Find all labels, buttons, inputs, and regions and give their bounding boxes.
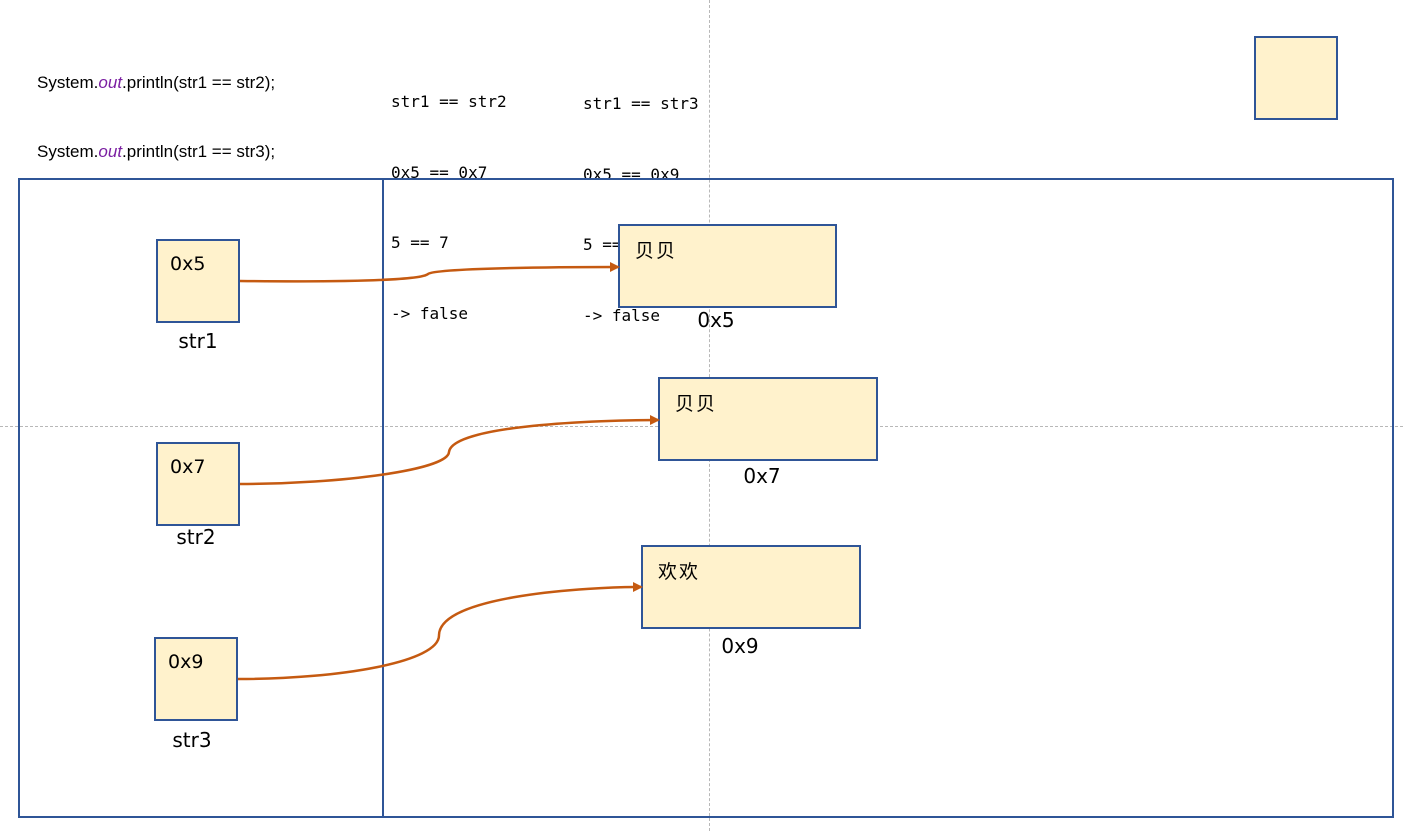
arrow-str3-to-object3	[237, 582, 643, 681]
stack-var-label: str3	[172, 728, 212, 752]
stack-var-str1: 0x5	[156, 239, 240, 323]
stack-var-str3: 0x9	[154, 637, 238, 721]
comparison-line: str1 == str2	[391, 92, 507, 111]
stack-var-value: 0x7	[170, 456, 206, 478]
arrow-str1-to-object1	[239, 262, 620, 283]
comparison-line: 0x5 == 0x7	[391, 162, 488, 182]
heap-object-content: 贝贝	[675, 393, 718, 415]
code-line-1: System.out.println(str1 == str2);	[37, 73, 276, 92]
comparison-line: -> false	[391, 303, 469, 323]
heap-object-address: 0x7	[743, 464, 781, 488]
heap-object-content: 欢欢	[658, 561, 701, 583]
heap-object-3: 欢欢	[641, 545, 861, 629]
stack-var-str2: 0x7	[156, 442, 240, 526]
arrow-str2-to-object2	[239, 415, 660, 486]
memory-frame	[18, 178, 1394, 818]
stack-var-label: str2	[176, 525, 216, 549]
stack-var-value: 0x9	[168, 651, 204, 673]
heap-object-content: 贝贝	[635, 240, 678, 262]
stack-heap-divider	[382, 179, 384, 817]
legend-square	[1254, 36, 1338, 120]
heap-object-1: 贝贝	[618, 224, 837, 308]
comparison-line: -> false	[583, 305, 661, 325]
stack-var-label: str1	[178, 329, 218, 353]
comparison-line: 5 == 7	[391, 233, 449, 252]
code-block: System.out.println(str1 == str2); System…	[37, 25, 275, 186]
stack-var-value: 0x5	[170, 253, 206, 275]
comparison-note-1: str1 == str2 0x5 == 0x7 5 == 7 -> false	[391, 43, 507, 349]
heap-object-address: 0x5	[697, 308, 735, 332]
heap-object-address: 0x9	[721, 634, 759, 658]
comparison-line: str1 == str3	[583, 94, 699, 113]
code-line-2: System.out.println(str1 == str3);	[37, 142, 276, 161]
